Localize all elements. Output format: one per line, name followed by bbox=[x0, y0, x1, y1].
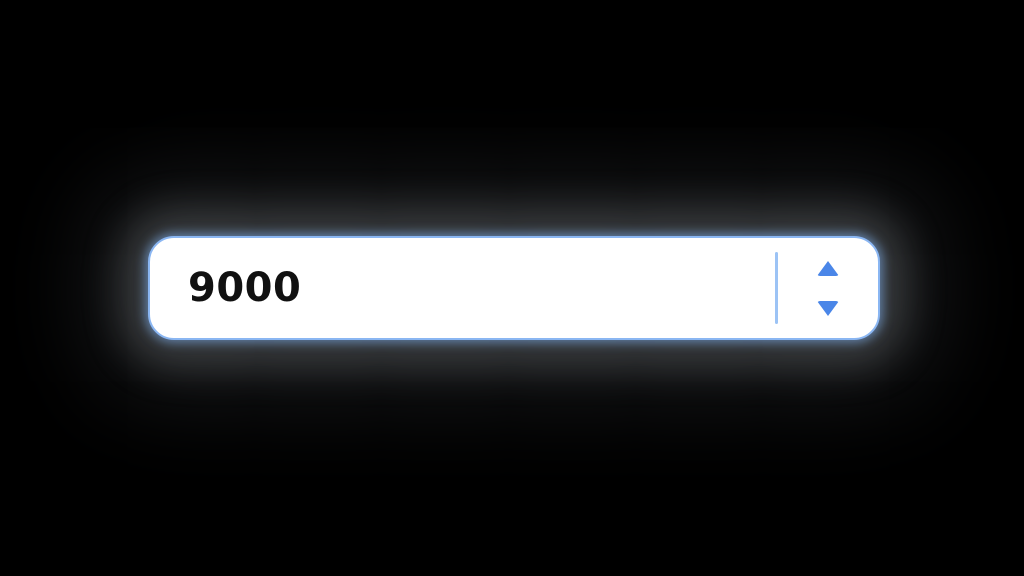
arrow-up-icon bbox=[817, 260, 839, 276]
stepper-divider bbox=[775, 252, 778, 324]
stepper bbox=[778, 238, 878, 338]
decrement-button[interactable] bbox=[806, 295, 850, 321]
number-input[interactable]: 9000 bbox=[148, 236, 880, 340]
arrow-down-icon bbox=[817, 300, 839, 316]
number-input-value[interactable]: 9000 bbox=[188, 265, 302, 311]
increment-button[interactable] bbox=[806, 255, 850, 281]
